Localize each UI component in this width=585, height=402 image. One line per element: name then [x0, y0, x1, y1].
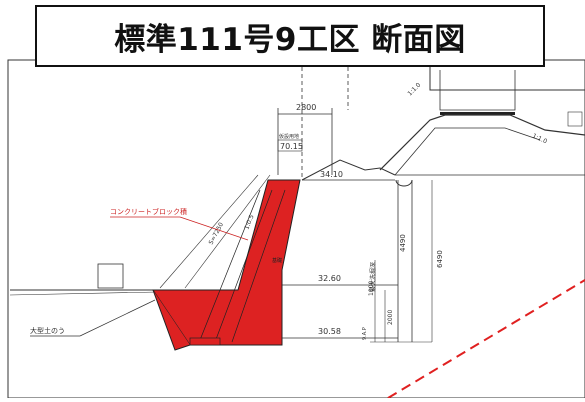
small-tag: 基礎	[272, 257, 282, 264]
dim-1000-label: 1000	[368, 281, 375, 296]
pier-base	[440, 112, 515, 115]
dim-6490-label: 6490	[436, 250, 444, 268]
slope-d-label: 1:1.0	[531, 132, 548, 145]
ground-line	[9, 291, 159, 296]
dim-2800-label: 2800	[296, 103, 316, 112]
elevation-top-label: 70.15	[280, 142, 303, 151]
pipe-symbol	[395, 179, 413, 187]
leader-line	[179, 216, 249, 241]
road-outline	[429, 60, 585, 91]
elevation-low-label: 30.58	[318, 327, 341, 336]
small-label: 仮設用地	[279, 133, 299, 140]
wall-joint	[231, 189, 286, 343]
crest-line	[301, 159, 396, 181]
embankment-line	[379, 114, 585, 171]
page-title: 標準111号9工区 断面図	[114, 21, 466, 58]
elevation-box	[277, 139, 303, 152]
title-box: 標準111号9工区 断面図	[35, 5, 545, 67]
slope-guide	[184, 174, 271, 289]
red-dashed-line	[387, 279, 585, 399]
elevation-crest-label: 34.10	[320, 170, 343, 179]
wall-footing	[152, 289, 191, 351]
slope-guide	[159, 174, 259, 289]
vertical-note: 最大洗掘深	[369, 262, 377, 292]
wall-base-block	[189, 337, 221, 346]
small-structure	[97, 263, 124, 289]
wall-joint	[214, 189, 273, 343]
block-wall-label: コンクリートブロック積	[110, 207, 187, 216]
dim-2000-label: 2000	[387, 310, 394, 325]
dim-4490-label: 4490	[399, 234, 407, 252]
leader-line	[79, 299, 156, 337]
embankment-line-inner	[394, 127, 541, 176]
marker-box	[567, 111, 583, 127]
bottom-left-label: 大型土のう	[30, 326, 65, 335]
elevation-mid-label: 32.60	[318, 274, 341, 283]
slope-c-label: 1:1.0	[406, 81, 422, 97]
slope-b-label: S=7250	[208, 221, 226, 246]
wall-joint	[199, 189, 261, 341]
vertical-note-2: 9.A.P	[362, 327, 368, 340]
pier-outline	[439, 70, 516, 111]
